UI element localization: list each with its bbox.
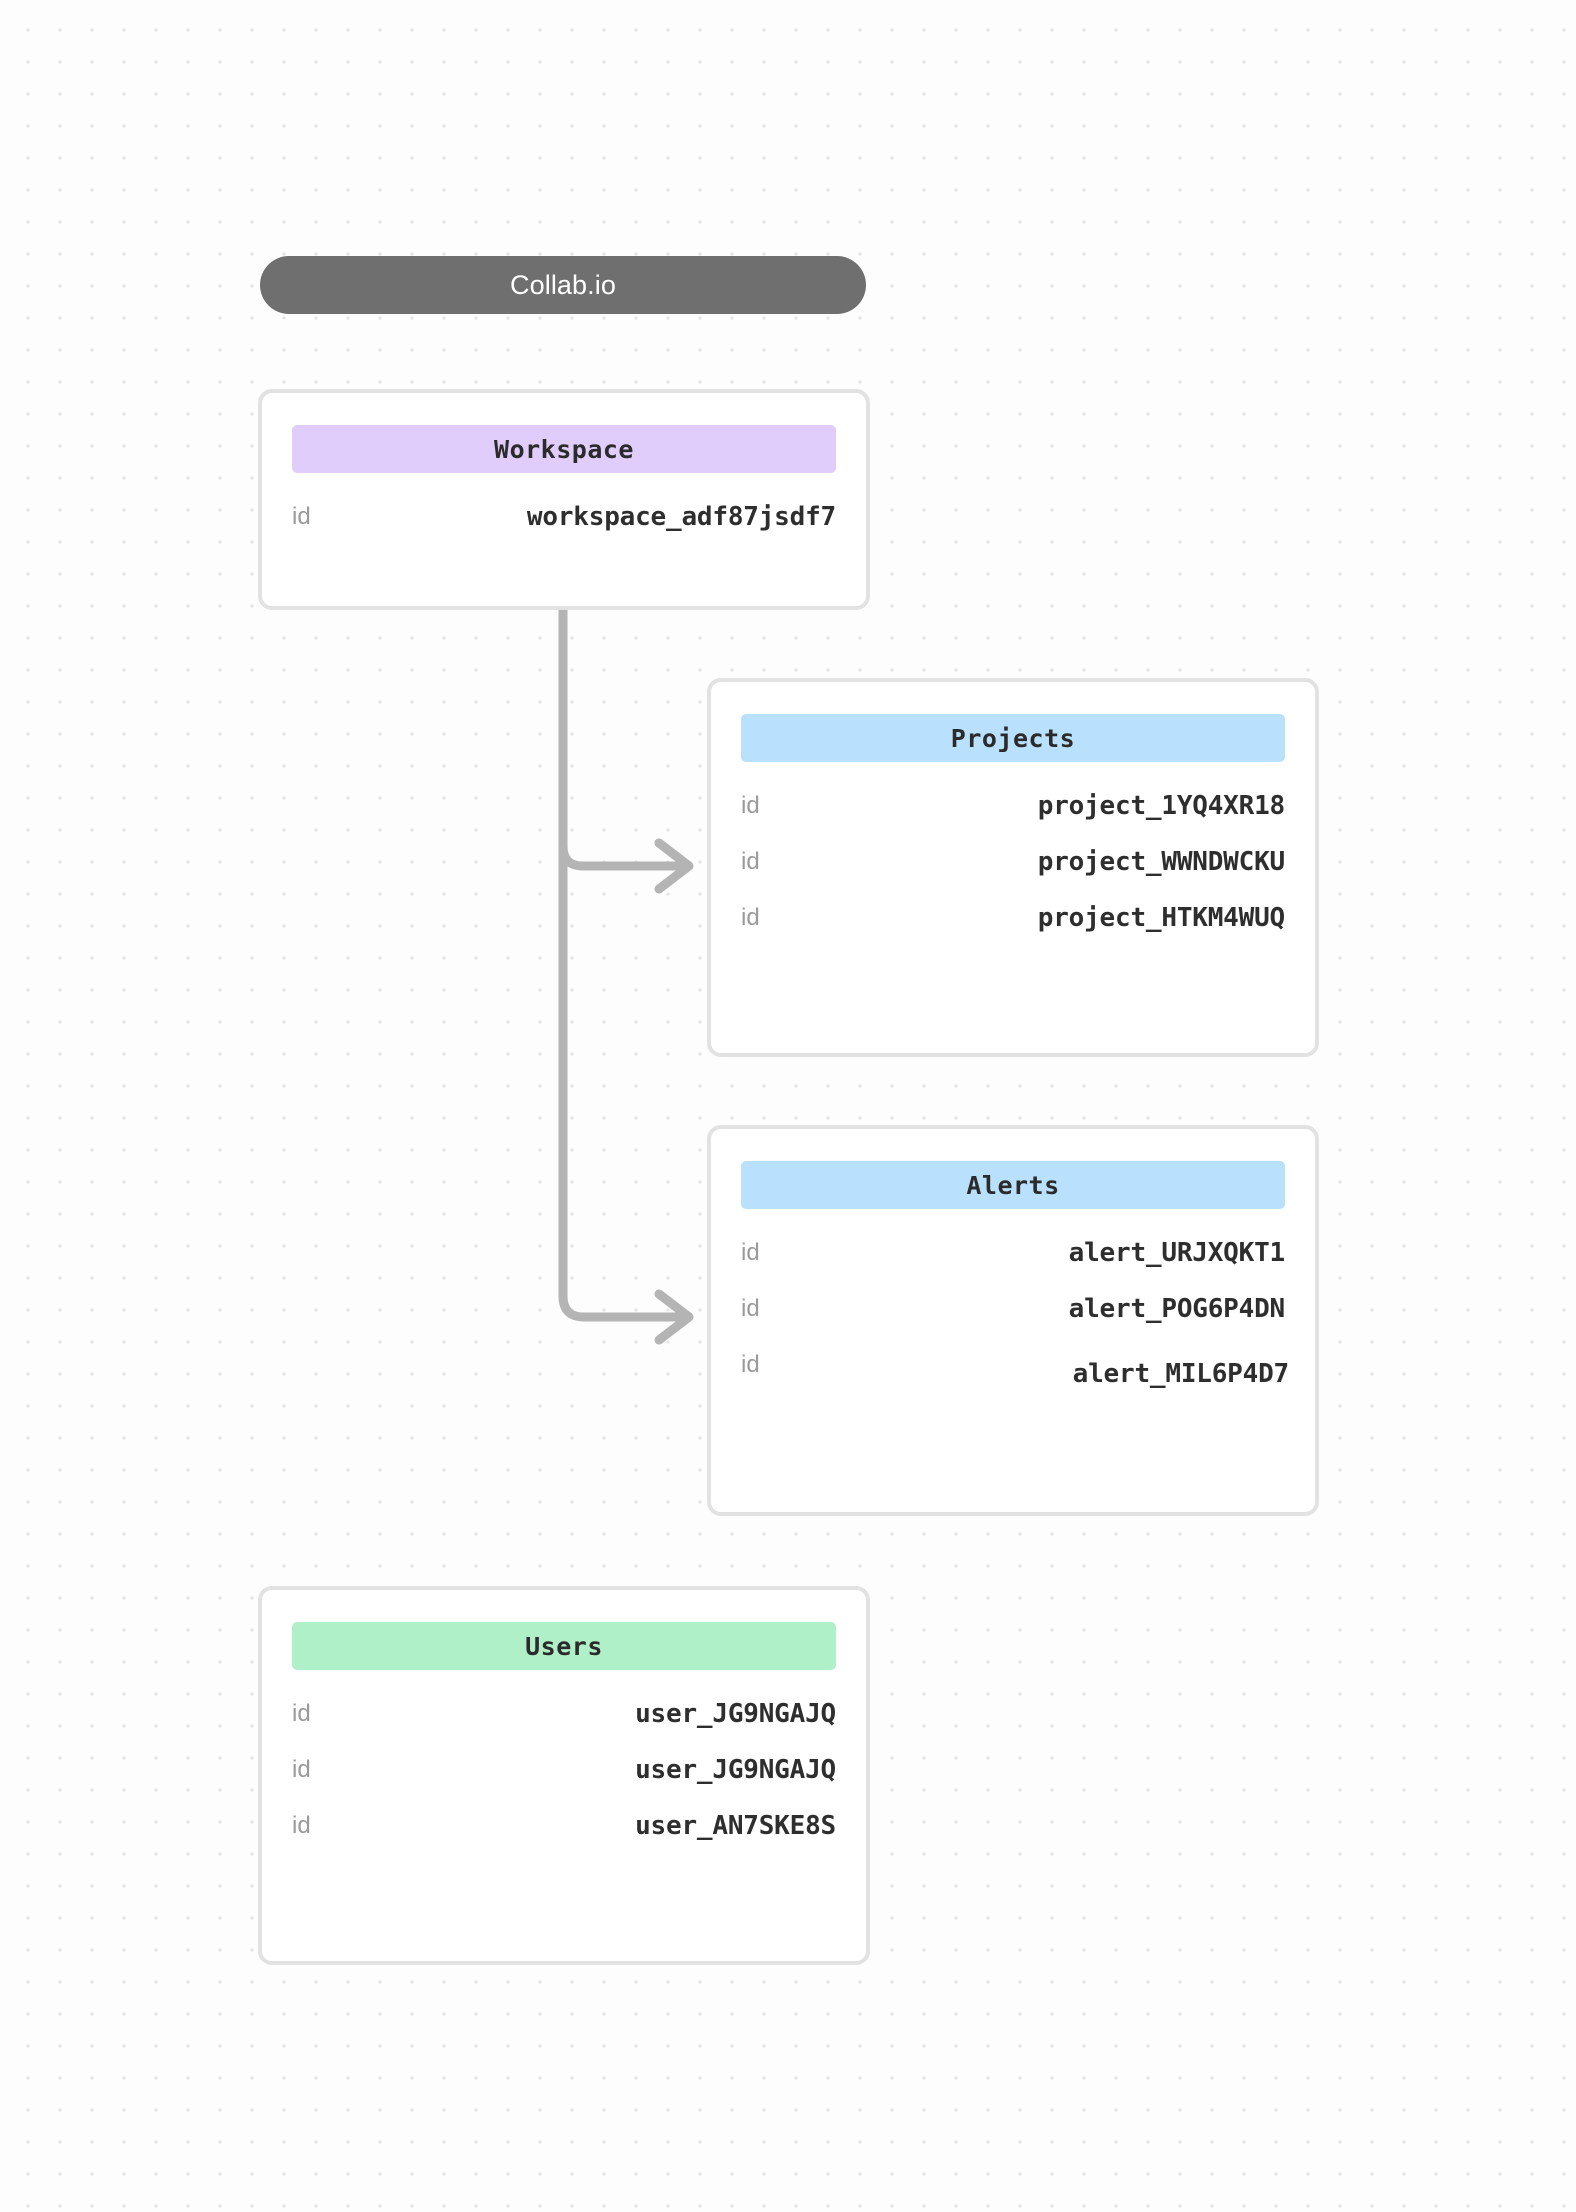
entity-card-users[interactable]: Users id user_JG9NGAJQ id user_JG9NGAJQ … <box>258 1586 870 1965</box>
row-key: id <box>292 1700 311 1727</box>
row-key: id <box>741 1239 760 1266</box>
table-row[interactable]: id project_WWNDWCKU <box>711 834 1315 890</box>
row-key: id <box>741 792 760 819</box>
row-value: user_JG9NGAJQ <box>635 1699 836 1729</box>
entity-header-workspace: Workspace <box>292 425 836 473</box>
connector-workspace-to-projects <box>558 605 691 871</box>
row-value: workspace_adf87jsdf7 <box>526 502 836 532</box>
connector-workspace-to-alerts <box>558 605 691 1322</box>
row-key: id <box>292 503 311 530</box>
row-value: alert_POG6P4DN <box>1068 1294 1286 1324</box>
row-value: project_HTKM4WUQ <box>1037 903 1285 933</box>
diagram-title-text: Collab.io <box>510 269 616 300</box>
entity-title-alerts: Alerts <box>966 1170 1060 1200</box>
entity-header-alerts: Alerts <box>741 1161 1285 1209</box>
table-row[interactable]: id user_JG9NGAJQ <box>262 1742 866 1798</box>
table-row[interactable]: id project_1YQ4XR18 <box>711 778 1315 834</box>
entity-rows-alerts: id alert_URJXQKT1 id alert_POG6P4DN id a… <box>711 1225 1315 1393</box>
table-row[interactable]: id user_AN7SKE8S <box>262 1798 866 1854</box>
entity-header-users: Users <box>292 1622 836 1670</box>
entity-rows-workspace: id workspace_adf87jsdf7 <box>262 489 866 545</box>
entity-rows-projects: id project_1YQ4XR18 id project_WWNDWCKU … <box>711 778 1315 946</box>
row-key: id <box>741 1295 760 1322</box>
table-row[interactable]: id alert_MIL6P4D7 <box>711 1337 1315 1393</box>
row-value: user_JG9NGAJQ <box>635 1755 836 1785</box>
arrowhead-alerts-icon <box>654 1289 694 1345</box>
entity-title-workspace: Workspace <box>494 434 634 464</box>
table-row[interactable]: id workspace_adf87jsdf7 <box>262 489 866 545</box>
row-key: id <box>292 1756 311 1783</box>
row-value: alert_URJXQKT1 <box>1068 1238 1286 1268</box>
row-key: id <box>741 848 760 875</box>
entity-header-projects: Projects <box>741 714 1285 762</box>
row-value: alert_MIL6P4D7 <box>1072 1359 1290 1389</box>
table-row[interactable]: id user_JG9NGAJQ <box>262 1686 866 1742</box>
table-row[interactable]: id alert_URJXQKT1 <box>711 1225 1315 1281</box>
entity-card-projects[interactable]: Projects id project_1YQ4XR18 id project_… <box>707 678 1319 1057</box>
row-value: project_1YQ4XR18 <box>1037 791 1285 821</box>
row-value: project_WWNDWCKU <box>1037 847 1285 877</box>
row-key: id <box>741 1351 760 1378</box>
row-key: id <box>741 904 760 931</box>
entity-title-projects: Projects <box>950 723 1076 753</box>
entity-card-workspace[interactable]: Workspace id workspace_adf87jsdf7 <box>258 389 870 610</box>
entity-card-alerts[interactable]: Alerts id alert_URJXQKT1 id alert_POG6P4… <box>707 1125 1319 1516</box>
row-key: id <box>292 1812 311 1839</box>
diagram-title-pill: Collab.io <box>260 256 866 314</box>
table-row[interactable]: id alert_POG6P4DN <box>711 1281 1315 1337</box>
entity-title-users: Users <box>525 1631 603 1661</box>
table-row[interactable]: id project_HTKM4WUQ <box>711 890 1315 946</box>
entity-rows-users: id user_JG9NGAJQ id user_JG9NGAJQ id use… <box>262 1686 866 1854</box>
row-value: user_AN7SKE8S <box>635 1811 836 1841</box>
arrowhead-projects-icon <box>654 838 694 894</box>
